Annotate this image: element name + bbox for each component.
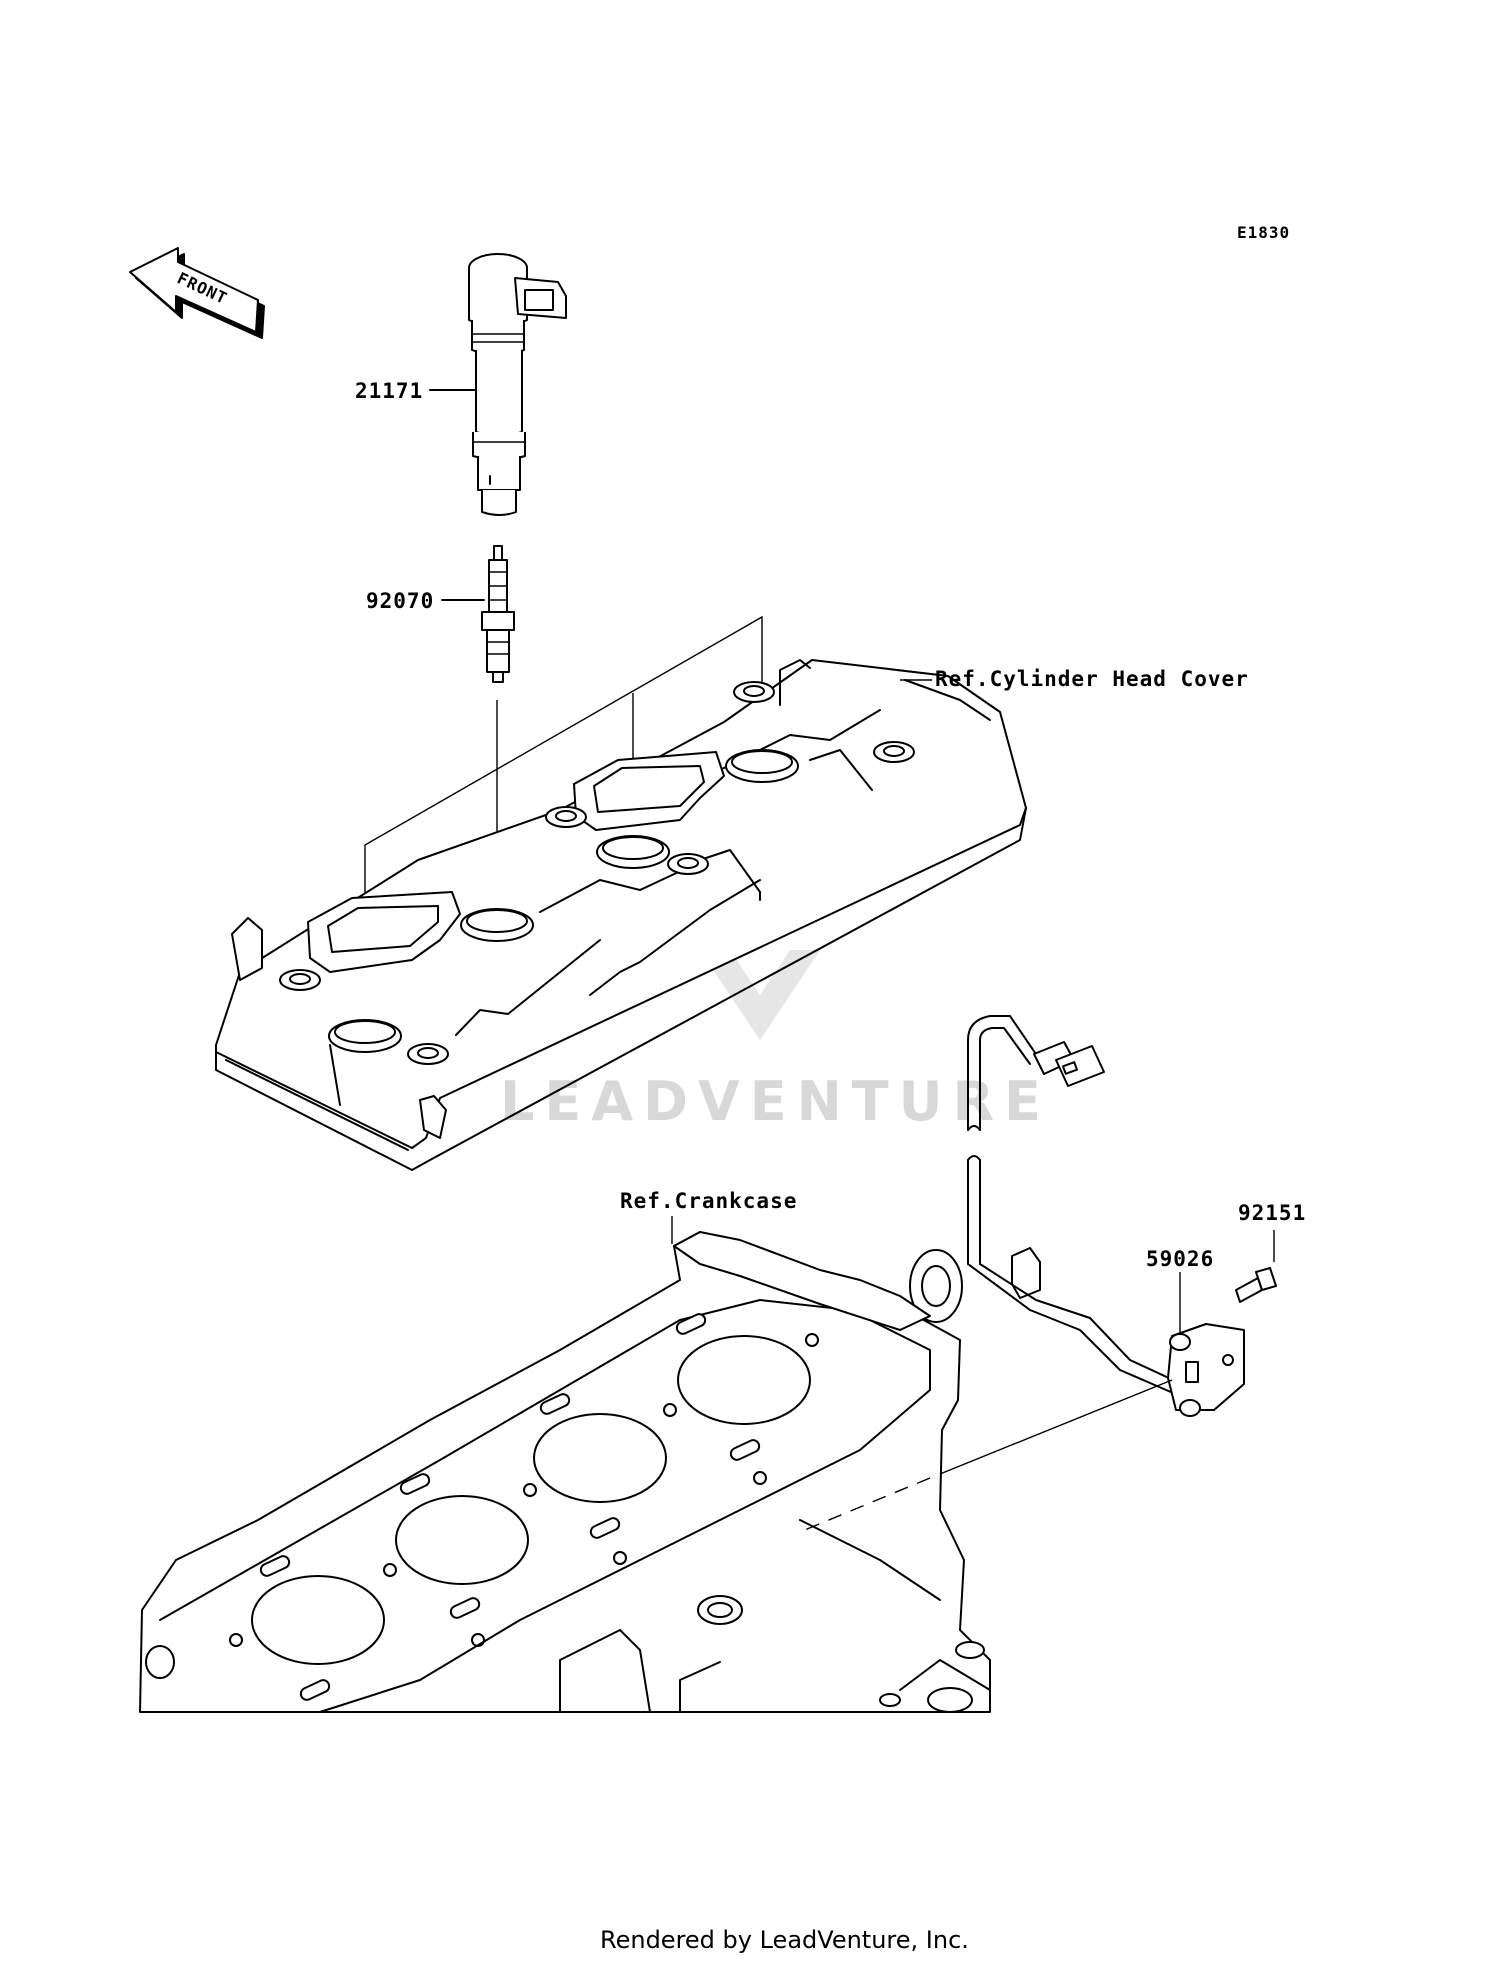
ignition-coil <box>468 253 567 516</box>
callout-crankcase: Ref.Crankcase <box>620 1189 797 1213</box>
callout-21171: 21171 <box>355 379 423 403</box>
front-arrow-icon: FRONT <box>129 247 265 339</box>
crankcase <box>139 1231 991 1713</box>
watermark: LEADVENTURE <box>500 950 1051 1133</box>
callout-59026: 59026 <box>1146 1247 1214 1271</box>
spark-plug <box>481 545 515 683</box>
bolt <box>1235 1267 1277 1303</box>
callout-92070: 92070 <box>366 589 434 613</box>
diagram-code: E1830 <box>1237 223 1290 242</box>
svg-text:LEADVENTURE: LEADVENTURE <box>500 1070 1051 1133</box>
callout-92151: 92151 <box>1238 1201 1306 1225</box>
pickup-coil <box>967 1015 1245 1417</box>
callout-cylinder-head-cover: Ref.Cylinder Head Cover <box>935 667 1249 691</box>
footer-credit: Rendered by LeadVenture, Inc. <box>600 1926 969 1954</box>
cylinder-head-cover <box>215 659 1027 1171</box>
pickup-coil-leader <box>939 1379 1173 1475</box>
